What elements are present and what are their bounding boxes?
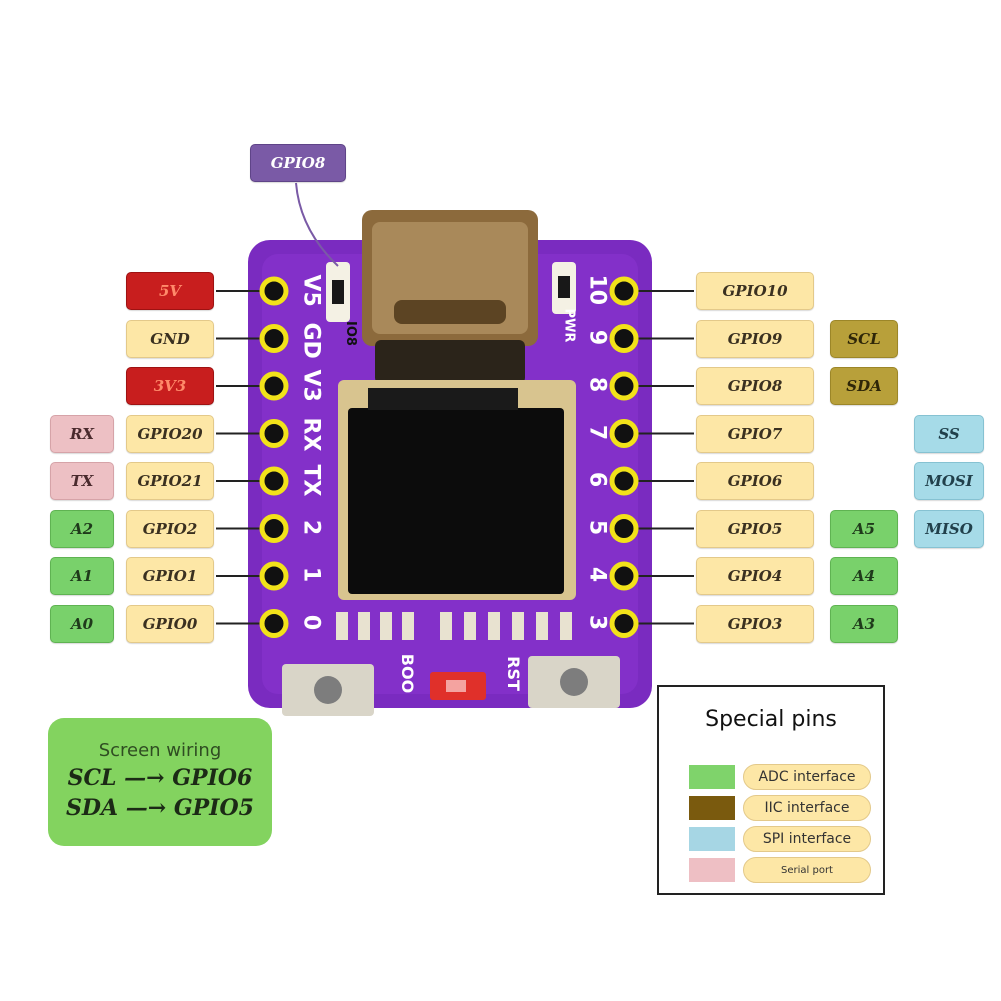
left-gpio-tag: 5V [126, 272, 214, 310]
left-pin-header [259, 276, 289, 306]
legend-swatch [689, 796, 735, 820]
right-pin-header [609, 419, 639, 448]
legend-swatch [689, 765, 735, 789]
left-outer-tag: A1 [50, 557, 114, 595]
right-pin-header [609, 561, 639, 591]
right-gpio-tag: GPIO4 [696, 557, 814, 595]
legend-label: ADC interface [743, 764, 871, 790]
right-gpio-tag: GPIO7 [696, 414, 814, 453]
smd-components [336, 612, 572, 640]
left-pin-header [259, 514, 289, 543]
left-outer-tag: TX [50, 462, 114, 500]
right-spi-tag: MOSI [914, 462, 984, 500]
left-board-label: 1 [298, 566, 324, 583]
board-label-io8: IO8 [342, 321, 358, 346]
board-label-rst: RST [503, 656, 523, 691]
legend-swatch [689, 858, 735, 882]
right-gpio-tag: GPIO3 [696, 604, 814, 643]
right-board-label: 6 [584, 471, 610, 488]
left-pin-header [259, 466, 289, 496]
left-pin-wires [216, 290, 264, 625]
left-board-label: RX [298, 417, 324, 451]
right-pin-header [609, 371, 639, 401]
left-gpio-tag: GPIO2 [126, 509, 214, 548]
right-board-label: 8 [584, 376, 610, 393]
legend-label: IIC interface [743, 795, 871, 821]
legend-label: Serial port [743, 857, 871, 883]
left-pin-headers [259, 276, 289, 638]
right-board-label: 10 [584, 274, 610, 306]
right-func-tag: SCL [830, 319, 898, 358]
left-gpio-tag: GPIO20 [126, 414, 214, 453]
right-pin-header [609, 514, 639, 543]
right-pin-header [609, 609, 639, 638]
left-board-label: V5 [298, 274, 324, 307]
right-pin-wires [636, 290, 694, 625]
left-outer-tag: RX [50, 414, 114, 453]
right-pin-header [609, 276, 639, 306]
left-pin-header [259, 324, 289, 353]
left-pin-header [259, 609, 289, 638]
left-board-label: V3 [298, 369, 324, 402]
right-func-tag: A3 [830, 604, 898, 643]
left-board-label: 2 [298, 519, 324, 535]
screen-wiring-sda: SDA —→ GPIO5 [66, 795, 254, 821]
right-func-tag: SDA [830, 367, 898, 405]
right-board-label: 3 [584, 614, 610, 630]
left-board-label: GD [298, 322, 324, 359]
right-pin-headers [609, 276, 639, 638]
left-gpio-tag: GPIO0 [126, 604, 214, 643]
left-gpio-tag: GND [126, 319, 214, 358]
left-gpio-tag: 3V3 [126, 367, 214, 405]
right-gpio-tag: GPIO5 [696, 509, 814, 548]
right-spi-tag: MISO [914, 509, 984, 548]
left-gpio-tag: GPIO1 [126, 557, 214, 595]
right-board-label: 7 [584, 424, 610, 440]
left-board-label: TX [298, 464, 324, 497]
right-gpio-tag: GPIO9 [696, 319, 814, 358]
right-spi-tag: SS [914, 414, 984, 453]
left-board-label: 0 [298, 614, 324, 630]
left-gpio-tag: GPIO21 [126, 462, 214, 500]
right-board-label: 4 [584, 566, 610, 583]
board-label-pwr: PWR [561, 308, 577, 343]
left-pin-header [259, 371, 289, 401]
gpio8-top-tag: GPIO8 [250, 144, 346, 182]
screen-wiring-title: Screen wiring [98, 740, 222, 761]
right-gpio-tag: GPIO10 [696, 272, 814, 310]
board-label-boot: BOO [398, 653, 418, 694]
screen-wiring-scl: SCL —→ GPIO6 [67, 765, 253, 791]
right-board-label: 5 [584, 519, 610, 535]
gpio8-leader-line [295, 182, 339, 267]
left-outer-tag: A2 [50, 509, 114, 548]
right-gpio-tag: GPIO6 [696, 462, 814, 500]
left-outer-tag: A0 [50, 604, 114, 643]
right-func-tag: A5 [830, 509, 898, 548]
legend-swatch [689, 827, 735, 851]
right-gpio-tag: GPIO8 [696, 367, 814, 405]
right-board-label: 9 [584, 329, 610, 345]
screen-wiring-box: Screen wiring SCL —→ GPIO6 SDA —→ GPIO5 [48, 718, 272, 846]
left-pin-header [259, 561, 289, 591]
right-pin-header [609, 324, 639, 353]
legend-label: SPI interface [743, 826, 871, 852]
right-func-tag: A4 [830, 557, 898, 595]
legend-title: Special pins [705, 707, 837, 732]
right-pin-header [609, 466, 639, 496]
left-pin-header [259, 419, 289, 448]
